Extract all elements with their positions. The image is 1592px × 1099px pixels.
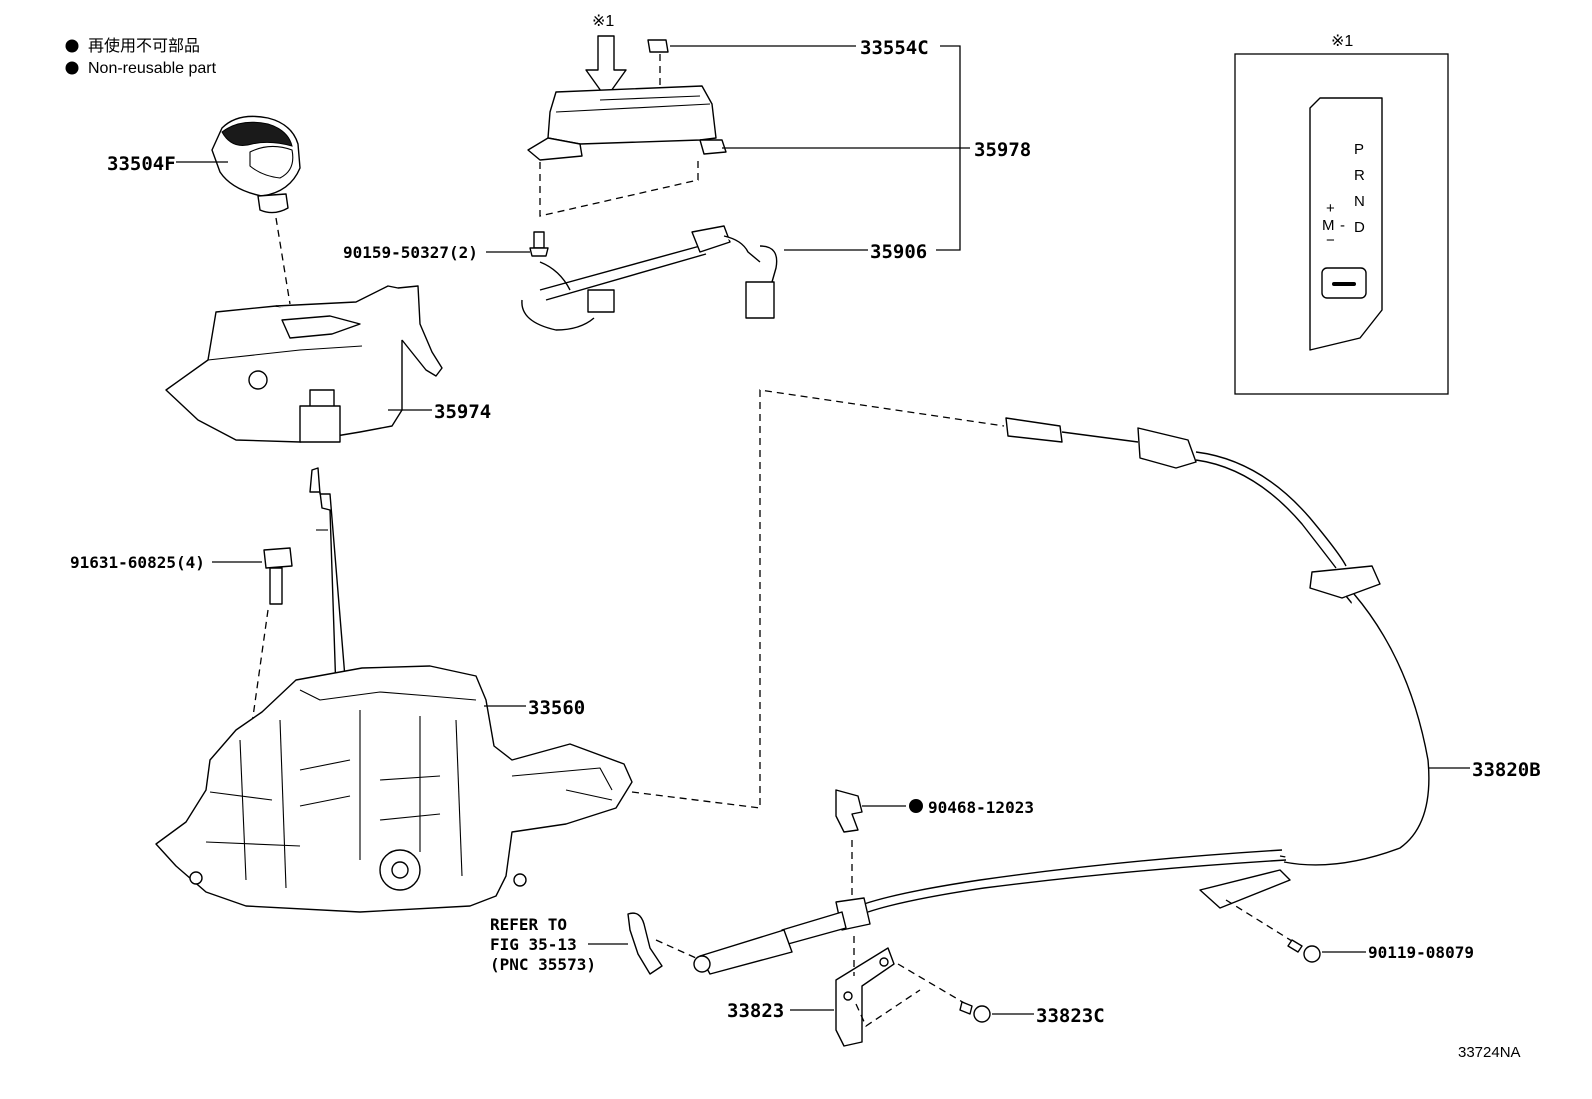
legend-english: Non-reusable part <box>88 60 217 77</box>
gear-p: P <box>1354 141 1364 158</box>
label-33823: 33823 <box>727 1000 784 1022</box>
diagram-code: 33724NA <box>1458 1044 1521 1061</box>
label-90159: 90159-50327(2) <box>343 243 478 262</box>
non-reusable-dot-icon <box>909 799 923 813</box>
release-slot-icon <box>1332 282 1356 286</box>
view-arrow: ※1 <box>585 13 627 99</box>
gear-n: N <box>1354 193 1365 210</box>
shift-knob <box>211 115 301 305</box>
mode-dash: - <box>1340 217 1345 234</box>
label-33820B: 33820B <box>1472 759 1541 781</box>
label-35974: 35974 <box>434 401 491 423</box>
indicator-housing <box>527 39 727 217</box>
inset-panel: ※1 P R N D + M - − <box>1234 33 1449 395</box>
label-35978: 35978 <box>974 139 1031 161</box>
label-90468: 90468-12023 <box>928 798 1034 817</box>
shift-lever-rod <box>309 467 347 693</box>
inset-frame <box>1234 53 1449 395</box>
shift-base-assembly <box>155 665 633 913</box>
mode-m: M <box>1322 217 1335 234</box>
shift-cable <box>693 417 1430 975</box>
upper-bracket <box>165 285 443 443</box>
retainer-clip <box>835 789 863 898</box>
gear-d: D <box>1354 219 1365 236</box>
down-arrow-icon <box>585 35 627 99</box>
mode-minus: − <box>1326 232 1335 249</box>
label-33560: 33560 <box>528 697 585 719</box>
refer-line2: FIG 35-13 <box>490 935 577 954</box>
refer-line3: (PNC 35573) <box>490 955 596 974</box>
bracket-bolt <box>1225 899 1321 963</box>
legend: 再使用不可部品 Non-reusable part <box>65 37 217 77</box>
refer-note: REFER TO FIG 35-13 (PNC 35573) <box>490 912 697 975</box>
wire-harness <box>521 225 778 331</box>
gear-r: R <box>1354 167 1365 184</box>
shift-panel-plate <box>1309 97 1383 351</box>
label-33554C: 33554C <box>860 37 929 59</box>
mode-plus: + <box>1326 200 1335 217</box>
label-91631: 91631-60825(4) <box>70 553 205 572</box>
legend-japanese: 再使用不可部品 <box>88 37 200 55</box>
label-35906: 35906 <box>870 241 927 263</box>
label-33504F: 33504F <box>107 153 176 175</box>
label-33823C: 33823C <box>1036 1005 1105 1027</box>
cable-bracket <box>835 936 991 1047</box>
view-marker: ※1 <box>592 13 614 30</box>
refer-line1: REFER TO <box>490 915 567 934</box>
inset-marker: ※1 <box>1331 33 1353 50</box>
non-reusable-dot-icon <box>65 39 79 53</box>
label-90119: 90119-08079 <box>1368 943 1474 962</box>
non-reusable-dot-icon <box>65 61 79 75</box>
